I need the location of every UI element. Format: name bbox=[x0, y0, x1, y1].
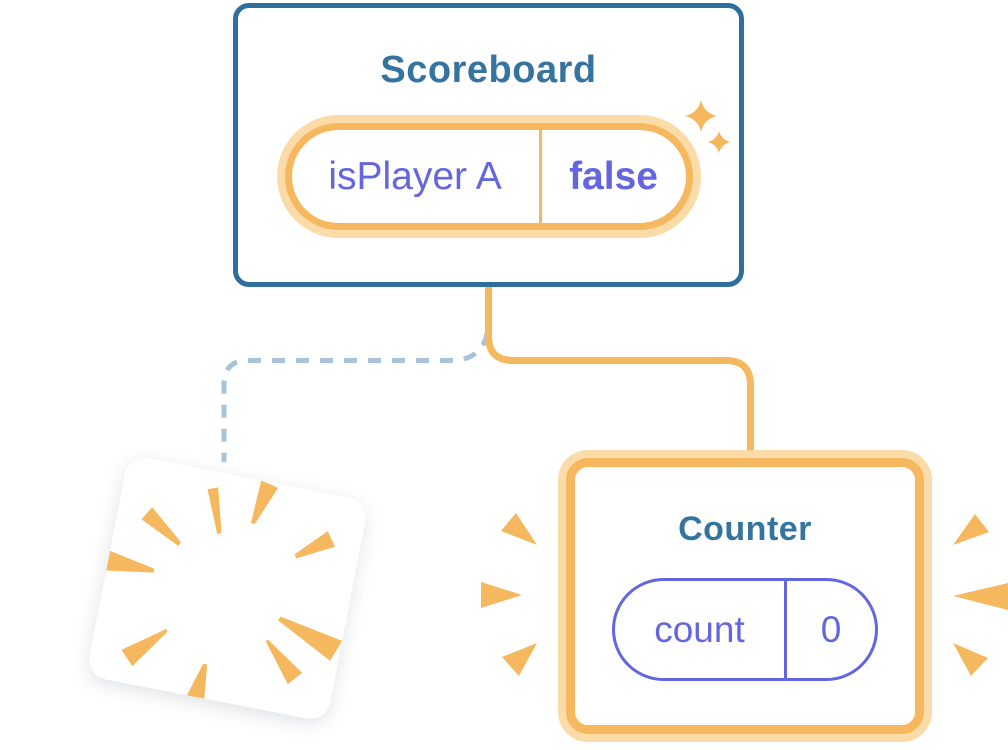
count-value: 0 bbox=[784, 581, 875, 678]
counter-title: Counter bbox=[678, 510, 812, 548]
dashed-connector-line bbox=[221, 332, 490, 462]
counter-card: Counter count 0 bbox=[566, 458, 924, 734]
state-name: isPlayer A bbox=[328, 154, 502, 198]
solid-connector-line bbox=[485, 284, 754, 455]
poof-burst-icon bbox=[106, 480, 343, 701]
scoreboard-card: Scoreboard isPlayer A false bbox=[233, 3, 744, 287]
counter-state-pill: count 0 bbox=[612, 578, 878, 681]
scoreboard-state-pill: isPlayer A false bbox=[284, 123, 693, 230]
count-name: count bbox=[654, 608, 745, 650]
state-value: false bbox=[538, 130, 686, 223]
poof-square bbox=[85, 454, 370, 723]
scoreboard-title: Scoreboard bbox=[380, 49, 597, 91]
